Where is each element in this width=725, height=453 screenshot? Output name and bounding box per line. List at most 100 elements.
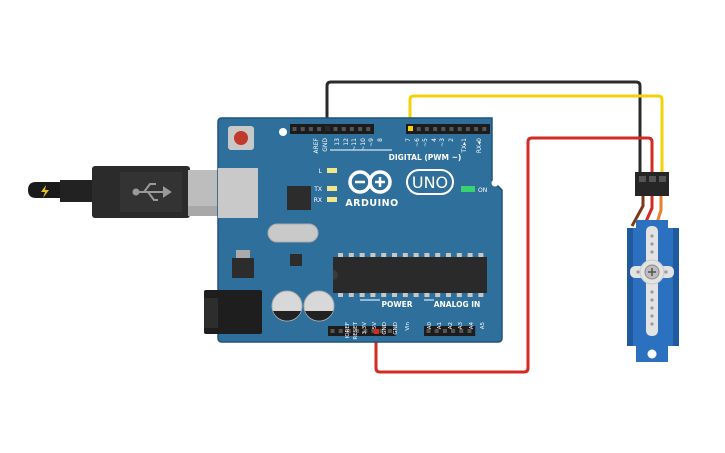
- capacitor: [271, 290, 303, 322]
- digital-pin-label: ~9: [368, 138, 375, 147]
- chip-pin: [348, 253, 354, 257]
- usb-b-jack: [218, 168, 258, 218]
- header-pin-socket[interactable]: [333, 127, 338, 131]
- small-chip: [290, 254, 302, 266]
- horn-hole: [650, 306, 654, 310]
- header-pin-socket[interactable]: [358, 127, 363, 131]
- power-wire[interactable]: [374, 136, 654, 374]
- header-pin-socket[interactable]: [338, 329, 343, 333]
- horn-hole: [650, 234, 654, 238]
- header-pin-socket[interactable]: [451, 329, 456, 333]
- power-pin-label: GND: [382, 322, 388, 335]
- chip-pin: [478, 293, 484, 297]
- digital-pin-label: ~5: [422, 138, 429, 147]
- header-pin-socket[interactable]: [457, 127, 462, 131]
- header-pin-socket[interactable]: [433, 127, 438, 131]
- horn-hole: [650, 314, 654, 318]
- header-pin-socket[interactable]: [308, 127, 313, 131]
- horn-hole: [650, 290, 654, 294]
- usb-chip: [287, 186, 311, 210]
- header-pin-socket[interactable]: [465, 127, 470, 131]
- power-pin-label: RESET: [353, 321, 359, 339]
- analog-header-label: ANALOG IN: [434, 300, 481, 309]
- usb-strain-relief: [60, 180, 96, 202]
- lightning-icon: [41, 185, 49, 198]
- header-pin-socket[interactable]: [424, 127, 429, 131]
- digital-pin-label: GND: [322, 138, 329, 152]
- chip-pin: [402, 293, 408, 297]
- status-leds: L TX RX ON: [313, 168, 487, 204]
- chip-pin: [370, 293, 376, 297]
- header-pin-socket[interactable]: [346, 329, 351, 333]
- digital-pin-label: ~11: [351, 138, 358, 151]
- header-pin-socket[interactable]: [366, 127, 371, 131]
- wire-endpoints: [325, 126, 413, 334]
- power-pin-label: GND: [393, 322, 399, 335]
- header-pin-socket[interactable]: [474, 127, 479, 131]
- reset-button[interactable]: [234, 131, 248, 145]
- header-pin-socket[interactable]: [442, 329, 447, 333]
- power-pin-label: IOREF: [345, 322, 351, 338]
- header-pin-socket[interactable]: [459, 329, 464, 333]
- header-pin-socket[interactable]: [434, 329, 439, 333]
- atmega-microcontroller: [333, 253, 487, 297]
- power-pin-label: Vin: [405, 321, 411, 330]
- signal-wire[interactable]: [408, 94, 664, 172]
- header-block: [290, 124, 374, 134]
- led-rx: [327, 197, 337, 202]
- chip-pin: [370, 253, 376, 257]
- header-pin-socket[interactable]: [416, 127, 421, 131]
- header-pin-socket[interactable]: [482, 127, 487, 131]
- power-pin-label: 3.3V: [362, 322, 368, 335]
- model-label: UNO: [412, 173, 448, 192]
- digital-pin-label: 8: [377, 138, 384, 142]
- header-pin-socket[interactable]: [317, 127, 322, 131]
- servo-connector[interactable]: [635, 172, 669, 196]
- digital-pin-label: ~10: [360, 138, 367, 151]
- horn-hole: [650, 250, 654, 254]
- chip-pin: [446, 293, 451, 297]
- mounting-hole: [279, 128, 287, 136]
- chip-pin: [413, 253, 419, 257]
- digital-pin-label: 12: [343, 138, 350, 146]
- header-pin-socket[interactable]: [349, 127, 354, 131]
- chip-pin: [456, 253, 462, 257]
- ground-wire[interactable]: [325, 80, 642, 172]
- ground-wire-pin: [325, 126, 330, 131]
- header-pin-socket[interactable]: [371, 329, 376, 333]
- analog-pin-label: A5: [480, 322, 486, 330]
- arduino-logo-icon: [348, 170, 392, 194]
- header-pin-socket[interactable]: [387, 329, 392, 333]
- header-pin-socket[interactable]: [292, 127, 297, 131]
- header-pin-socket[interactable]: [426, 329, 431, 333]
- header-pin-socket[interactable]: [379, 329, 384, 333]
- header-pin-socket[interactable]: [341, 127, 346, 131]
- arduino-uno-board[interactable]: ARDUINO UNO L TX RX ON DIGITAL (PWM ~) P…: [204, 117, 503, 343]
- chip-pin: [348, 293, 354, 297]
- header-pin-socket[interactable]: [330, 329, 335, 333]
- dc-power-jack[interactable]: [204, 290, 262, 334]
- usb-cable[interactable]: [28, 166, 250, 218]
- header-pin-socket[interactable]: [300, 127, 305, 131]
- chip-pin: [381, 253, 387, 257]
- header-pin-socket[interactable]: [363, 329, 368, 333]
- digital-pin-label: TX▸1: [461, 138, 468, 154]
- chip-pin: [338, 293, 343, 297]
- servo-connector-slot: [659, 176, 666, 182]
- micro-servo[interactable]: [627, 172, 679, 362]
- digital-pin-label: AREF: [313, 137, 320, 153]
- capacitor: [303, 290, 335, 322]
- header-pin-socket[interactable]: [467, 329, 472, 333]
- chip-pin: [435, 293, 441, 297]
- header-pin-socket[interactable]: [355, 329, 360, 333]
- servo-horn[interactable]: [630, 226, 674, 336]
- header-pin-socket[interactable]: [441, 127, 446, 131]
- header-pin-socket[interactable]: [449, 127, 454, 131]
- power-header-label: POWER: [381, 300, 412, 309]
- led-rx-label: RX: [314, 197, 322, 204]
- digital-header-label: DIGITAL (PWM ~): [389, 153, 462, 162]
- digital-pin-label: 7: [405, 138, 412, 142]
- screw-icon: [648, 268, 656, 276]
- horn-hole: [664, 270, 668, 274]
